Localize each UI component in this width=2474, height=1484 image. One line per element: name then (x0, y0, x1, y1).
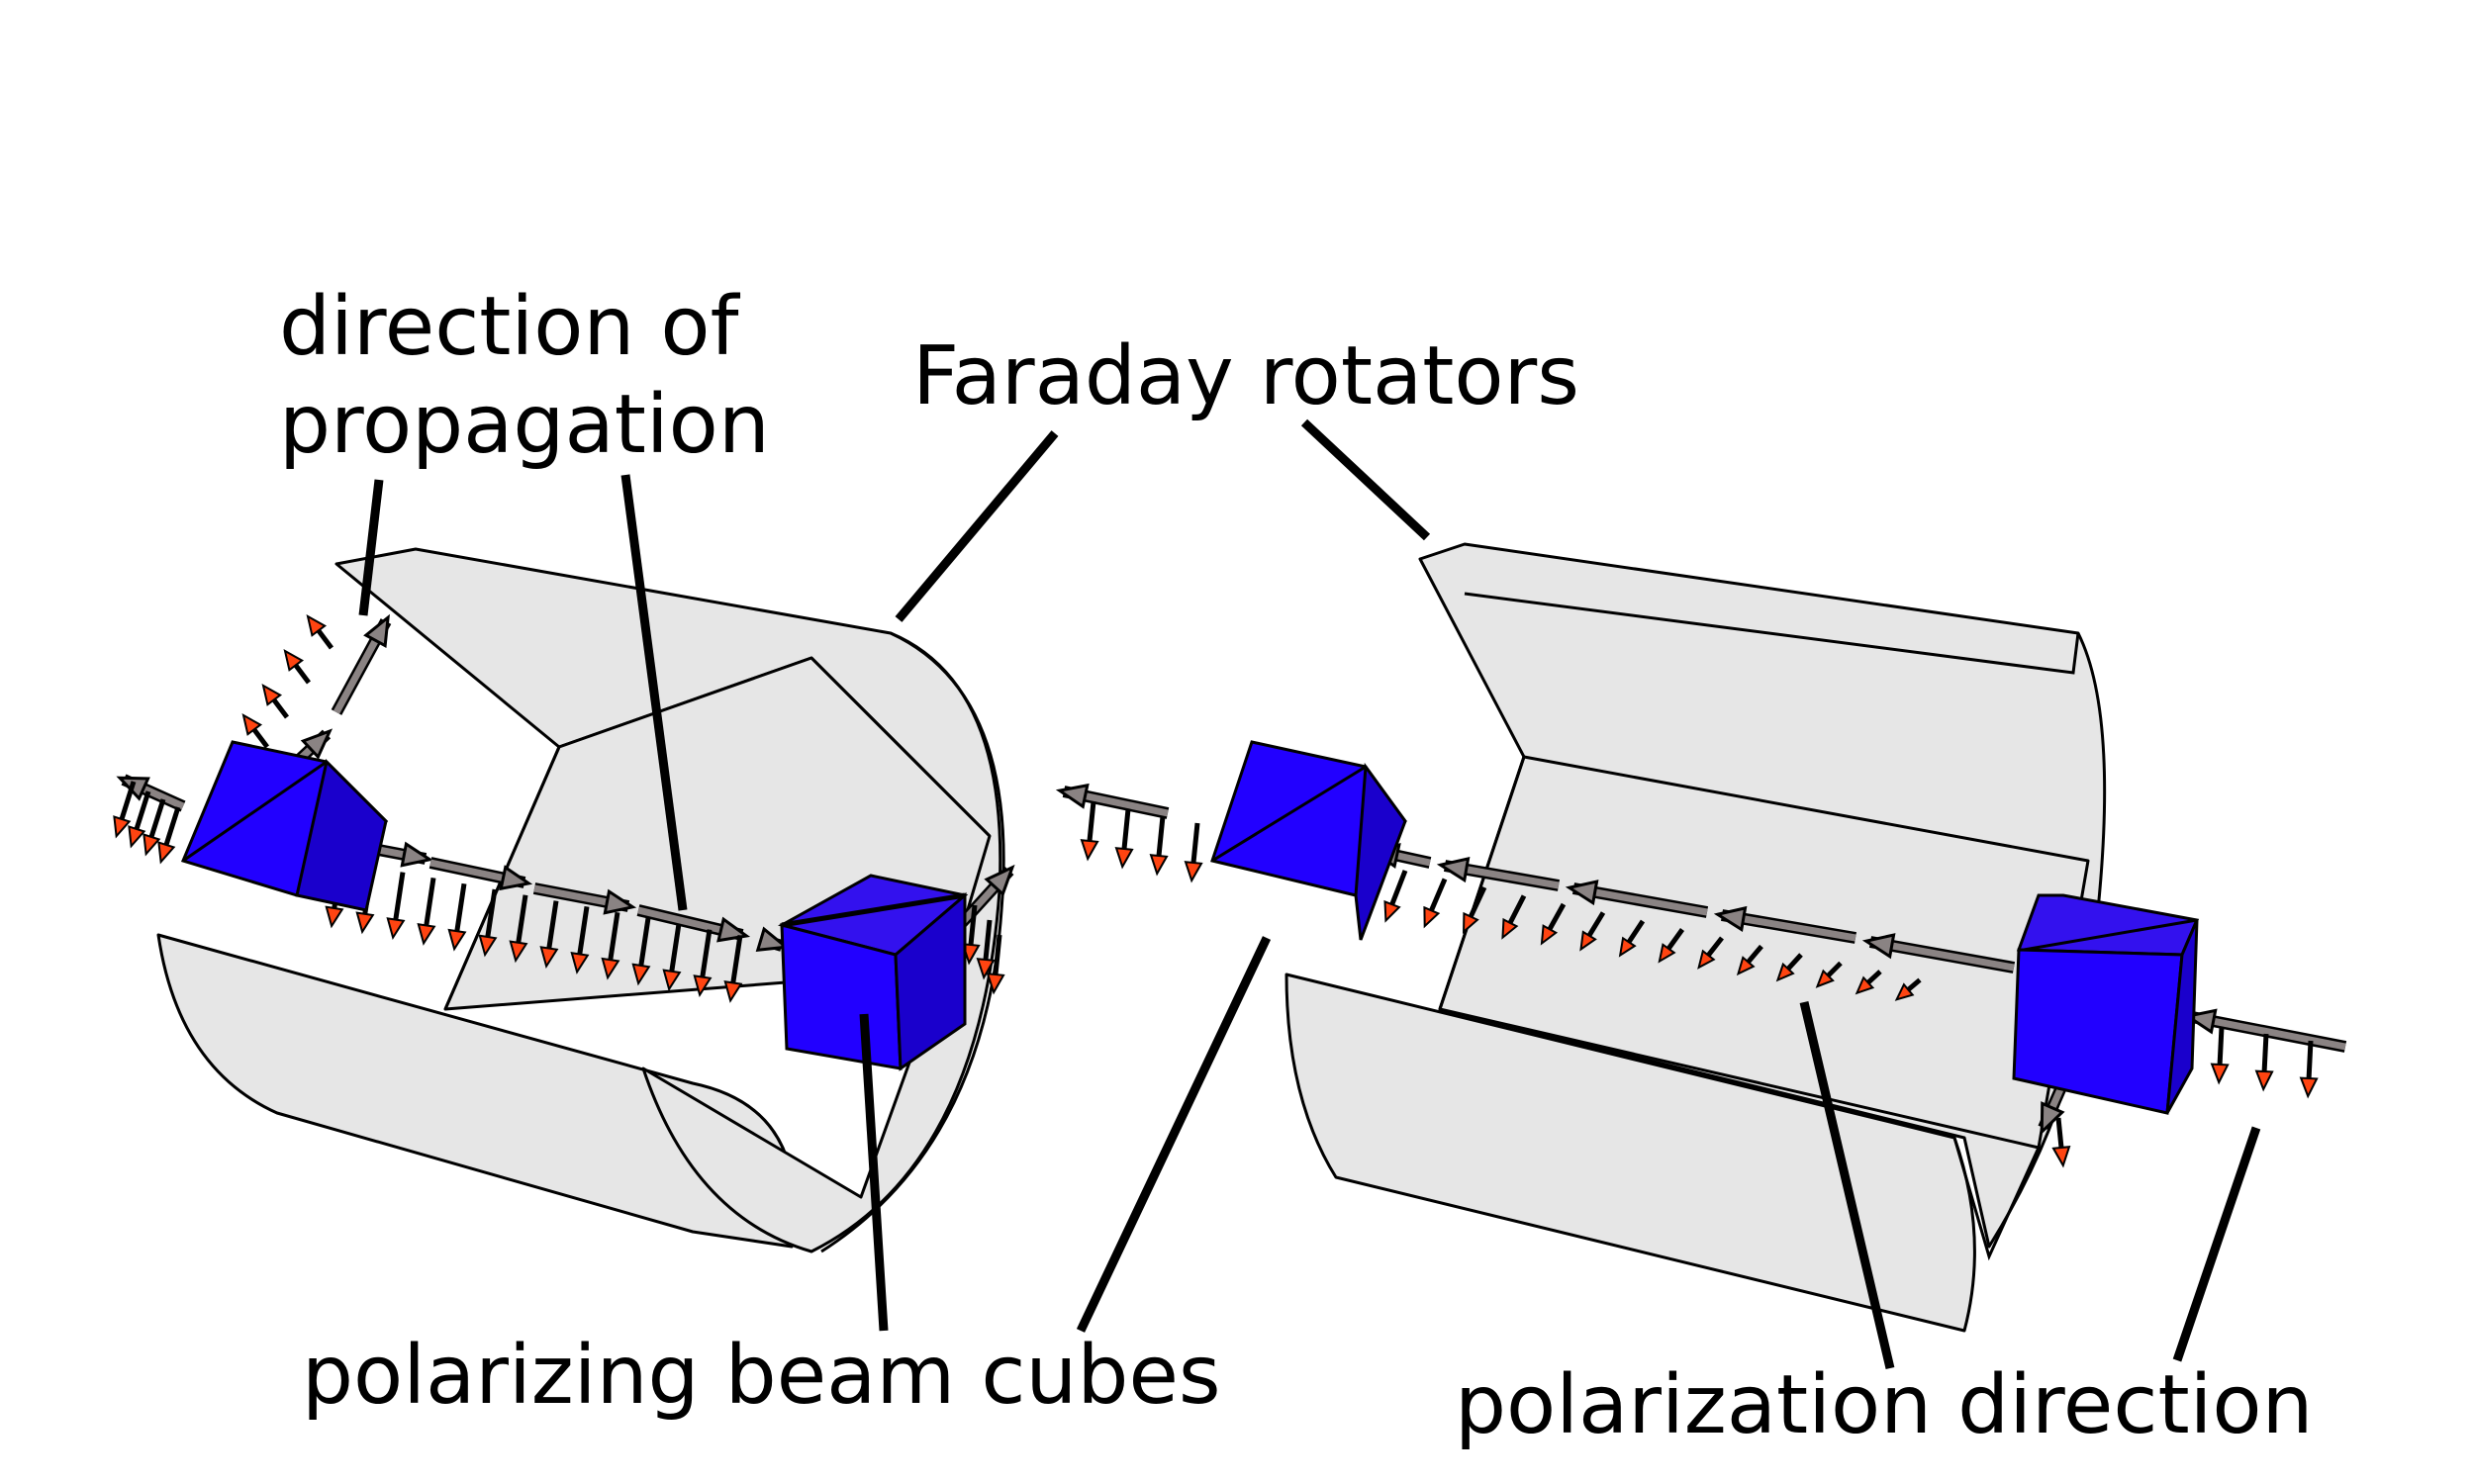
polarization-arrow (1736, 944, 1763, 976)
polarization-arrow (1815, 961, 1843, 988)
polarization-arrow (1462, 885, 1487, 935)
polarization-arrow (693, 929, 713, 998)
beam-cube-2 (777, 874, 969, 1071)
polarization-arrow (447, 882, 467, 952)
propagation-arrow (1055, 783, 1170, 819)
polarization-arrow (306, 614, 333, 650)
polarization-arrow (570, 906, 590, 974)
polarization-arrow (478, 888, 498, 958)
polarization-arrow (1658, 928, 1685, 964)
propagation-arrow (331, 613, 392, 715)
beam-cube-3 (1210, 740, 1407, 941)
polarization-arrow (1579, 911, 1606, 952)
polarization-arrow (1894, 977, 1922, 1001)
propagation-arrow (636, 904, 751, 943)
polarization-arrow (157, 806, 181, 865)
label-polarizing-beam-cubes: polarizing beam cubes (302, 1329, 1221, 1423)
label-faraday-rotators: Faraday rotators (912, 329, 1579, 423)
polarization-arrow (976, 919, 996, 980)
polarization-arrow (113, 781, 137, 839)
polarization-arrow (1540, 902, 1567, 946)
label-polarization-direction: polarization direction (1455, 1358, 2314, 1452)
polarization-arrow (1618, 919, 1646, 958)
leader-lines (358, 418, 2261, 1370)
polarization-arrow (2254, 1033, 2274, 1092)
polarization-arrow (662, 923, 682, 992)
polarization-arrow (1697, 936, 1724, 970)
polarization-arrow (261, 684, 289, 719)
faraday-rotator-right (1285, 542, 2107, 1333)
polarization-arrow (2051, 1117, 2071, 1168)
polarization-arrow (283, 649, 311, 685)
polarization-arrow (1423, 878, 1448, 929)
polarization-arrow (1383, 870, 1408, 923)
polarization-arrow (1114, 808, 1134, 870)
beam-cube-4 (2012, 893, 2200, 1115)
propagation-arrow (1861, 933, 2016, 974)
beam-right (1055, 783, 2347, 1168)
propagation-arrow (532, 882, 637, 915)
polarization-arrow (2299, 1040, 2319, 1099)
propagation-arrow (1713, 905, 1857, 944)
polarization-arrow (723, 935, 743, 1003)
beam-cube-1 (180, 740, 389, 912)
polarization-arrow (128, 790, 151, 849)
polarization-arrow (143, 798, 166, 857)
polarization-arrow (509, 894, 528, 964)
polarization-arrow (539, 900, 559, 970)
polarization-arrow (631, 917, 651, 986)
polarization-arrow (386, 872, 406, 941)
polarization-arrow (1184, 822, 1203, 883)
polarization-arrow (1855, 970, 1882, 995)
polarization-arrow (1080, 800, 1099, 862)
polarization-arrow (601, 911, 620, 980)
label-direction-line1: direction of (279, 280, 741, 374)
polarization-arrow (1775, 953, 1803, 982)
propagation-arrow (428, 857, 533, 891)
polarization-arrow (2210, 1026, 2230, 1085)
propagation-arrow (1436, 856, 1561, 891)
polarization-arrow (417, 878, 436, 946)
polarization-arrow (1149, 815, 1169, 877)
label-direction-line2: propagation (279, 378, 770, 472)
propagation-arrow (955, 864, 1015, 930)
polarization-arrow (1501, 894, 1527, 940)
polarization-arrow (241, 713, 269, 749)
polarization-arrow (986, 934, 1005, 995)
propagation-arrow (1565, 880, 1709, 918)
propagation-arrow (755, 926, 790, 952)
